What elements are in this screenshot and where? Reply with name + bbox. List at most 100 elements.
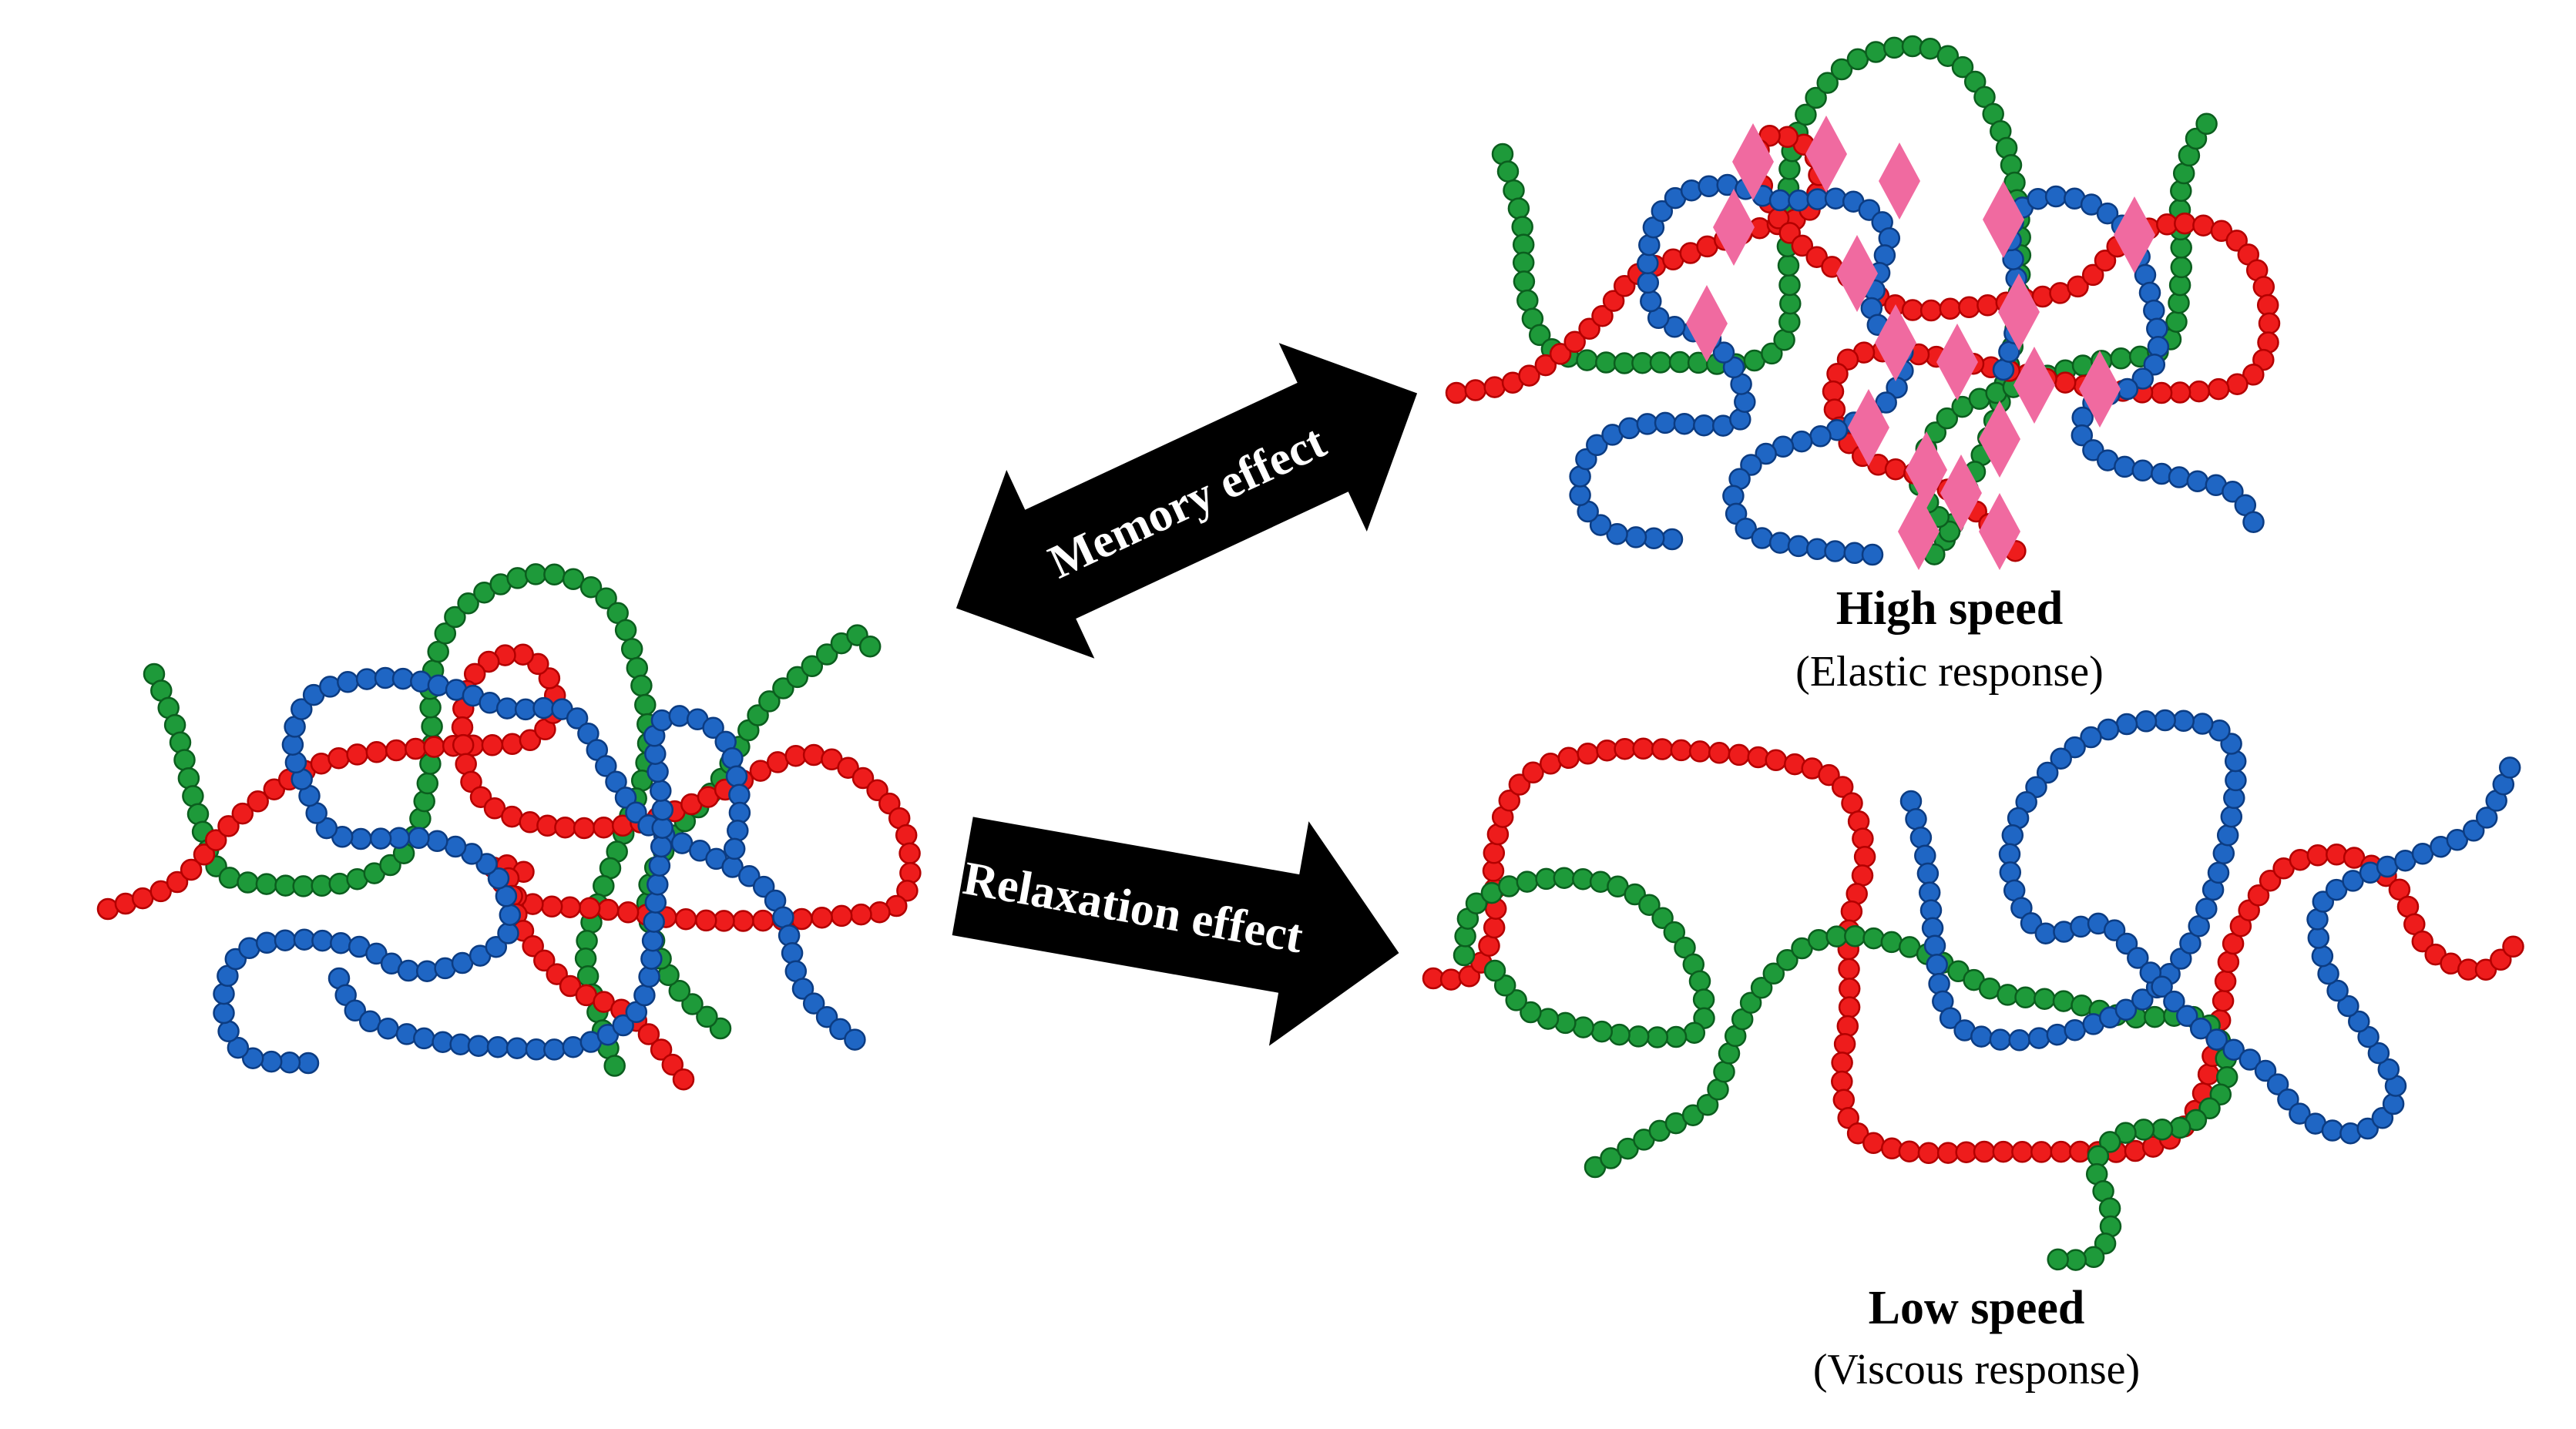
crosslink-diamond <box>1805 116 1847 193</box>
bead <box>727 819 749 842</box>
high-speed-subtitle: (Elastic response) <box>1795 648 2104 696</box>
crosslink-diamond <box>1875 304 1916 381</box>
bead <box>738 865 761 887</box>
bead <box>1831 1052 1853 1074</box>
bead <box>1776 948 1798 971</box>
bead <box>1778 273 1801 297</box>
bead <box>2165 310 2188 333</box>
bead <box>2220 805 2243 828</box>
bead <box>2036 761 2059 784</box>
bead <box>1824 540 1846 562</box>
bead <box>2154 709 2176 732</box>
bead <box>2098 1131 2121 1153</box>
bead <box>1445 381 1468 404</box>
bead <box>2001 824 2024 847</box>
bead <box>732 910 754 932</box>
bead <box>419 696 442 719</box>
bead <box>1838 978 1861 1000</box>
bead <box>514 698 537 721</box>
crosslink-diamond <box>1906 431 1947 508</box>
bead <box>131 887 154 910</box>
bead <box>1507 197 1530 220</box>
bead <box>1586 434 1608 457</box>
bead <box>612 1014 634 1037</box>
bead <box>1750 976 1773 999</box>
bead <box>2175 1005 2198 1028</box>
bead <box>766 751 789 773</box>
bead <box>2096 202 2119 225</box>
bead <box>634 693 657 716</box>
bead <box>385 739 408 762</box>
bead <box>641 929 664 952</box>
bead <box>1498 790 1521 812</box>
bead <box>2222 481 2244 503</box>
bead <box>193 844 216 866</box>
bead <box>786 666 809 689</box>
bead <box>2377 1058 2400 1081</box>
bead <box>499 904 522 926</box>
bead <box>614 787 637 809</box>
bead <box>1777 254 1800 277</box>
bead <box>723 837 746 860</box>
bead <box>1631 351 1654 374</box>
bead <box>1898 1140 1921 1162</box>
bead <box>616 901 640 924</box>
bead <box>2151 462 2173 485</box>
bead <box>1613 275 1636 297</box>
bead <box>2356 1117 2379 1140</box>
bead <box>562 568 585 590</box>
bead <box>495 697 519 720</box>
bead <box>2131 988 2154 1011</box>
bead <box>506 567 529 589</box>
bead <box>1917 1142 1940 1165</box>
bead <box>1637 252 1659 275</box>
bead <box>721 747 744 770</box>
bead <box>1439 968 1463 991</box>
bead <box>1638 894 1661 916</box>
bead <box>330 931 352 954</box>
bead <box>413 790 435 813</box>
bead <box>2212 989 2235 1012</box>
bead <box>2087 1145 2110 1168</box>
bead <box>1919 899 1943 921</box>
bead <box>2195 897 2218 920</box>
bead <box>1739 991 1762 1014</box>
bead <box>2446 829 2469 851</box>
bead <box>650 1038 673 1061</box>
bead <box>1522 761 1544 784</box>
bead <box>1779 292 1802 315</box>
bead <box>1936 1142 1960 1164</box>
bead <box>2205 1028 2228 1051</box>
bead <box>2462 820 2485 842</box>
bead <box>1696 1094 1719 1116</box>
bead <box>672 1068 695 1091</box>
bead <box>661 1053 684 1076</box>
bead <box>2188 380 2211 403</box>
bead <box>578 897 601 920</box>
bead <box>1936 407 1959 430</box>
bead <box>180 858 203 881</box>
bead <box>644 891 667 914</box>
bead <box>1528 324 1551 347</box>
bead <box>2242 511 2265 533</box>
bead <box>2050 747 2072 770</box>
bead <box>1453 944 1476 967</box>
bead <box>1516 870 1539 893</box>
bead <box>1632 737 1654 760</box>
bead <box>1708 742 1731 764</box>
bead <box>1973 86 1996 109</box>
bead <box>311 929 334 952</box>
bead <box>1806 188 1829 210</box>
bead <box>802 743 825 766</box>
crosslink-diamond <box>1940 455 1982 532</box>
bead <box>1651 907 1674 929</box>
bead <box>543 1038 566 1061</box>
bead <box>1578 317 1600 340</box>
bead <box>899 861 922 884</box>
bead <box>728 801 751 824</box>
bead <box>1830 58 1853 81</box>
bead <box>1483 842 1506 864</box>
bead <box>485 935 508 958</box>
bead <box>1734 391 1756 413</box>
bead <box>293 928 316 951</box>
